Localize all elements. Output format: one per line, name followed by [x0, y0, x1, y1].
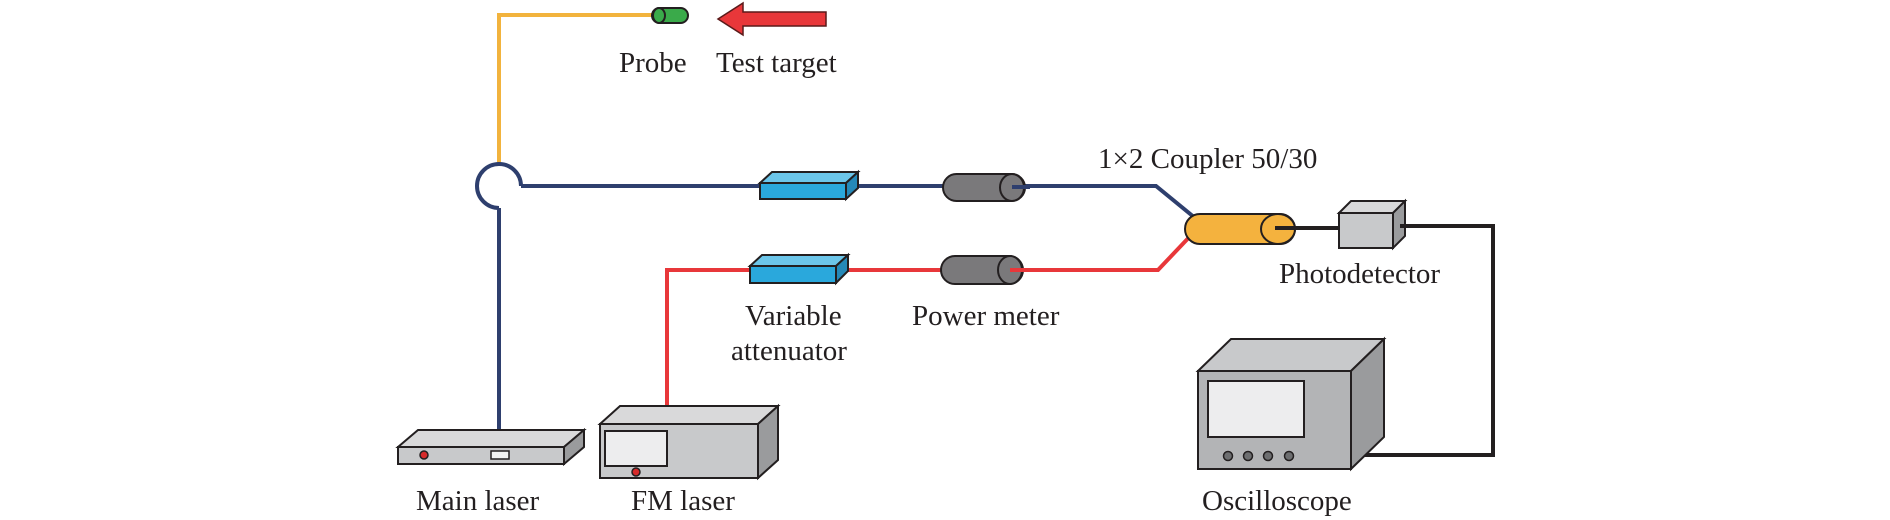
oscilloscope-label: Oscilloscope [1202, 485, 1352, 517]
fm-laser-icon [597, 403, 781, 481]
probe-fiber [497, 13, 660, 164]
power-meter-upper [942, 173, 1030, 202]
photodetector-icon [1336, 198, 1408, 251]
signal-cable [1293, 224, 1495, 457]
probe-label: Probe [619, 47, 687, 79]
fm-fiber [665, 228, 1198, 405]
variable-attenuator-label-line2: attenuator [731, 335, 847, 367]
main-laser-label: Main laser [416, 485, 540, 517]
oscilloscope-icon [1195, 336, 1387, 472]
coupler-label: 1×2 Coupler 50/30 [1098, 143, 1317, 175]
attenuator-lower [747, 252, 851, 286]
attenuator-upper [757, 169, 861, 202]
probe-icon [651, 7, 689, 24]
power-meter-label: Power meter [912, 300, 1060, 332]
test-target-label: Test target [716, 47, 837, 79]
main-laser-icon [395, 427, 587, 467]
photodetector-label: Photodetector [1279, 258, 1440, 290]
test-target-arrow-icon [716, 1, 827, 37]
main-fiber-upper [521, 184, 1202, 224]
variable-attenuator-label-line1: Variable [745, 300, 842, 332]
fm-laser-label: FM laser [631, 485, 735, 517]
power-meter-lower [940, 255, 1030, 285]
circulator-icon [475, 162, 523, 210]
